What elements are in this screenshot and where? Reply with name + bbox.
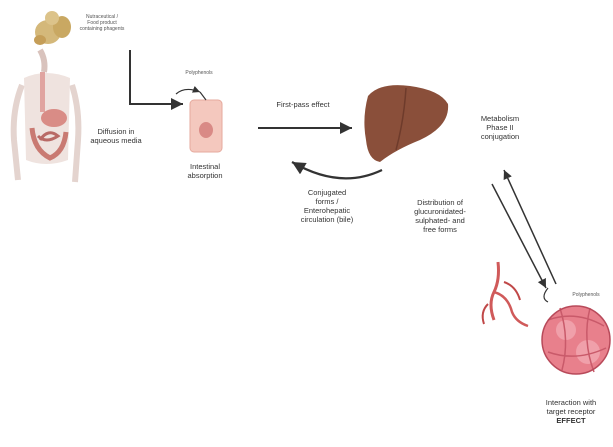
up-arrow <box>504 170 556 284</box>
polyphenol-label-right-text: Polyphenols <box>560 292 612 298</box>
diffusion-label-line: aqueous media <box>80 136 152 145</box>
polyphenol-label-top: Polyphenols <box>172 70 226 76</box>
human-body-icon <box>14 50 79 182</box>
interaction-label: Interaction with target receptor EFFECT <box>530 398 612 425</box>
conjugated-label-line: circulation (bile) <box>278 215 376 224</box>
down-arrow <box>492 184 546 288</box>
blood-vessel-icon <box>483 262 528 326</box>
receptor-cell-icon <box>542 288 610 374</box>
distribution-label-line: glucuronidated- <box>400 207 480 216</box>
intestinal-cell-icon <box>176 89 222 152</box>
first-pass-label-text: First-pass effect <box>254 100 352 109</box>
liver-icon <box>364 85 448 162</box>
metabolism-label: Metabolism Phase II conjugation <box>460 114 540 141</box>
diffusion-label-line: Diffusion in <box>80 127 152 136</box>
distribution-label-line: sulphated- and <box>400 216 480 225</box>
source-note-line: containing phagents <box>66 26 138 32</box>
conjugated-label-line: Conjugated <box>278 188 376 197</box>
conjugated-label: Conjugated forms / Enterohepatic circula… <box>278 188 376 224</box>
diffusion-label: Diffusion in aqueous media <box>80 127 152 145</box>
interaction-label-line: target receptor <box>530 407 612 416</box>
intestinal-label-line: Intestinal <box>176 162 234 171</box>
metabolism-label-line: conjugation <box>460 132 540 141</box>
distribution-label: Distribution of glucuronidated- sulphate… <box>400 198 480 234</box>
intestinal-absorption-label: Intestinal absorption <box>176 162 234 180</box>
source-note: Nutraceutical / Food product containing … <box>66 14 138 32</box>
effect-label: EFFECT <box>530 416 612 425</box>
first-pass-label: First-pass effect <box>254 100 352 109</box>
enterohepatic-arrow <box>292 162 382 178</box>
interaction-label-line: Interaction with <box>530 398 612 407</box>
metabolism-label-line: Phase II <box>460 123 540 132</box>
metabolism-label-line: Metabolism <box>460 114 540 123</box>
distribution-label-line: free forms <box>400 225 480 234</box>
intestinal-label-line: absorption <box>176 171 234 180</box>
conjugated-label-line: Enterohepatic <box>278 206 376 215</box>
polyphenol-label-top-text: Polyphenols <box>172 70 226 76</box>
distribution-label-line: Distribution of <box>400 198 480 207</box>
polyphenol-label-right: Polyphenols <box>560 292 612 298</box>
conjugated-label-line: forms / <box>278 197 376 206</box>
source-to-cell-arrow <box>130 50 183 104</box>
